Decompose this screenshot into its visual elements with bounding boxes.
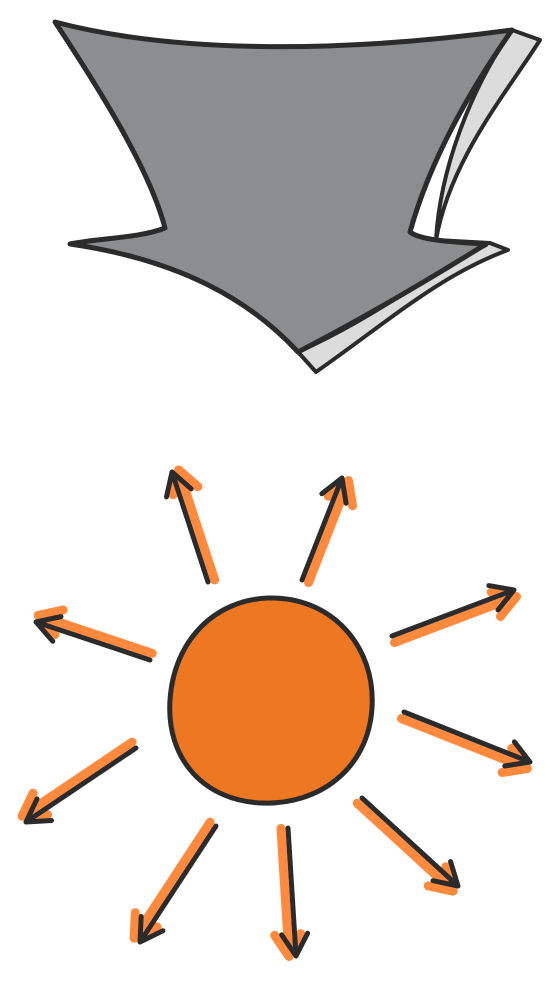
sun-ray-outline: [137, 823, 219, 945]
sun-ray-outline: [359, 795, 461, 889]
sun-ray-arrow-2: [299, 475, 358, 588]
sun-ray-arrow-5: [352, 795, 461, 896]
down-arrow-side-face: [296, 28, 542, 374]
sun-ray-arrow-8: [17, 737, 139, 825]
sun-ray-outline: [23, 745, 139, 825]
sun-ray-outline: [299, 475, 349, 583]
sun-rays-group: [17, 465, 533, 961]
sun-ray-outline: [389, 583, 517, 639]
sun-disc: [167, 595, 375, 806]
sun-ray-arrow-7: [129, 817, 219, 945]
sun-ray-arrow-1: [163, 465, 220, 585]
sun-ray-arrow-4: [396, 709, 533, 777]
sun-ray-accent: [389, 587, 521, 648]
sun-ray-outline: [163, 469, 211, 585]
sun-ray-accent: [17, 737, 137, 821]
sun-ray-arrow-3: [389, 583, 521, 648]
sun-ray-accent: [168, 465, 220, 585]
sun-ray-accent: [352, 798, 458, 896]
sun-icon: [167, 595, 375, 806]
sun-ray-arrow-9: [33, 605, 157, 663]
sun-ray-outline: [33, 614, 153, 663]
down-arrow-icon: [52, 19, 542, 374]
sun-ray-outline: [401, 709, 533, 769]
sun-ray-accent: [129, 817, 215, 943]
sun-ray-arrow-6: [270, 823, 311, 961]
sun-ray-outline: [279, 825, 311, 959]
down-arrow-front-face: [52, 19, 515, 355]
